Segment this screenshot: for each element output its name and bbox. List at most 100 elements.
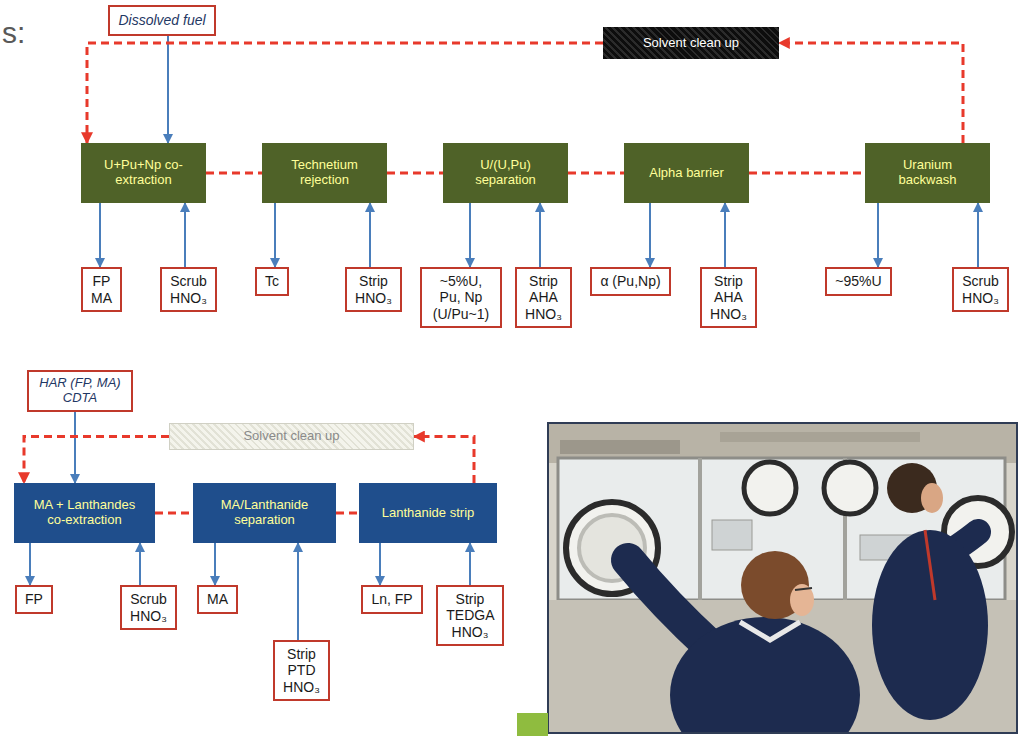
stream-arrow <box>539 203 541 267</box>
text-block: Technetium rejection <box>272 158 377 188</box>
box-text: Uranium backwash <box>875 158 980 188</box>
text-block: ~95%U <box>835 273 881 289</box>
box-text: Strip HNO₃ <box>355 273 392 305</box>
process-box: U+Pu+Np co-extraction <box>81 143 206 203</box>
stream-arrow <box>977 203 979 267</box>
stream-arrow <box>649 203 651 267</box>
stream-box: Scrub HNO₃ <box>120 585 177 630</box>
text-block: MA + Lanthandes co-extraction <box>26 498 143 528</box>
stream-box: Strip AHA HNO₃ <box>700 267 757 328</box>
text-block: MA <box>207 591 228 607</box>
solvent-flow-line <box>749 172 865 175</box>
text-block: Scrub HNO₃ <box>170 273 207 305</box>
text-block: FP MA <box>91 273 112 305</box>
process-box: MA/Lanthanide separation <box>193 483 336 543</box>
solvent-flow-line <box>414 437 474 484</box>
process-box: Lanthanide strip <box>359 483 497 543</box>
stream-arrow <box>297 543 299 640</box>
process-box: U/(U,Pu) separation <box>443 143 568 203</box>
solvent-flow-line <box>387 172 443 175</box>
box-text: Strip AHA HNO₃ <box>710 273 747 321</box>
text-block: FP <box>25 591 43 607</box>
process-box: Alpha barrier <box>624 143 749 203</box>
cleanup-box: Solvent clean up <box>169 423 414 450</box>
box-text: MA <box>207 591 228 607</box>
stream-arrow <box>724 203 726 267</box>
stream-box: Scrub HNO₃ <box>952 267 1009 312</box>
box-text: α (Pu,Np) <box>600 273 660 289</box>
text-block: HAR (FP, MA) CDTA <box>34 376 126 406</box>
box-text: Solvent clean up <box>643 36 739 51</box>
text-block: Uranium backwash <box>875 158 980 188</box>
box-text: Alpha barrier <box>634 166 739 181</box>
text-block: ~5%U, Pu, Np (U/Pu~1) <box>430 273 492 321</box>
stream-box: ~5%U, Pu, Np (U/Pu~1) <box>420 267 502 328</box>
text-block: Scrub HNO₃ <box>962 273 999 305</box>
text-block: Alpha barrier <box>634 166 739 181</box>
solvent-flow-line <box>336 512 359 515</box>
text-block: MA/Lanthanide separation <box>205 498 324 528</box>
box-text: MA + Lanthandes co-extraction <box>26 498 143 528</box>
text-block: α (Pu,Np) <box>600 273 660 289</box>
box-text: MA/Lanthanide separation <box>205 498 324 528</box>
box-text: Lanthanide strip <box>371 506 485 521</box>
cleanup-box: Solvent clean up <box>603 27 779 59</box>
stream-arrow <box>74 412 76 483</box>
text-block: Scrub HNO₃ <box>130 591 167 623</box>
stream-arrow <box>99 203 101 267</box>
box-text: HAR (FP, MA) CDTA <box>34 376 126 406</box>
process-box: Uranium backwash <box>865 143 990 203</box>
text-block: Dissolved fuel <box>118 12 205 28</box>
box-text: Strip TEDGA HNO₃ <box>446 591 493 639</box>
feed-box: HAR (FP, MA) CDTA <box>27 370 133 412</box>
text-block: U/(U,Pu) separation <box>453 158 558 188</box>
text-block: Lanthanide strip <box>371 506 485 521</box>
feed-box: Dissolved fuel <box>108 5 216 36</box>
stream-arrow <box>184 203 186 267</box>
box-text: FP MA <box>91 273 112 305</box>
box-text: U+Pu+Np co-extraction <box>91 158 196 188</box>
stream-arrow <box>139 543 141 585</box>
box-text: Scrub HNO₃ <box>170 273 207 305</box>
stream-box: Ln, FP <box>361 585 423 614</box>
stream-box: MA <box>197 585 238 614</box>
box-text: Strip AHA HNO₃ <box>525 273 562 321</box>
solvent-flow-line <box>87 43 603 143</box>
stream-arrow <box>469 543 471 585</box>
accent-bar <box>517 713 548 736</box>
text-block: Ln, FP <box>371 591 412 607</box>
box-text: ~95%U <box>835 273 881 289</box>
stream-box: Strip PTD HNO₃ <box>273 640 330 701</box>
stream-box: Scrub HNO₃ <box>160 267 217 312</box>
box-text: Strip PTD HNO₃ <box>283 646 320 694</box>
text-block: Strip AHA HNO₃ <box>525 273 562 321</box>
stream-arrow <box>469 203 471 267</box>
text-block: Strip TEDGA HNO₃ <box>446 591 493 639</box>
stream-arrow <box>369 203 371 267</box>
stream-arrow <box>274 203 276 267</box>
box-text: Scrub HNO₃ <box>962 273 999 305</box>
box-text: Technetium rejection <box>272 158 377 188</box>
process-box: Technetium rejection <box>262 143 387 203</box>
stream-box: Strip HNO₃ <box>345 267 402 312</box>
solvent-flow-line <box>568 172 624 175</box>
process-box: MA + Lanthandes co-extraction <box>14 483 155 543</box>
stream-arrow <box>29 543 31 585</box>
stream-box: Strip AHA HNO₃ <box>515 267 572 328</box>
box-text: U/(U,Pu) separation <box>453 158 558 188</box>
box-text: Ln, FP <box>371 591 412 607</box>
box-text: Tc <box>265 273 279 289</box>
stream-arrow <box>379 543 381 585</box>
stream-box: α (Pu,Np) <box>590 267 671 296</box>
solvent-flow-line <box>206 172 262 175</box>
box-text: Dissolved fuel <box>118 12 205 28</box>
solvent-flow-line <box>155 512 193 515</box>
solvent-flow-line <box>779 43 963 143</box>
text-block: Solvent clean up <box>643 36 739 51</box>
text-block: Tc <box>265 273 279 289</box>
glovebox-scene <box>548 423 1017 733</box>
stream-box: FP MA <box>81 267 122 312</box>
slide-heading-fragment: s: <box>2 16 25 50</box>
stream-box: Strip TEDGA HNO₃ <box>436 585 504 646</box>
box-text: FP <box>25 591 43 607</box>
